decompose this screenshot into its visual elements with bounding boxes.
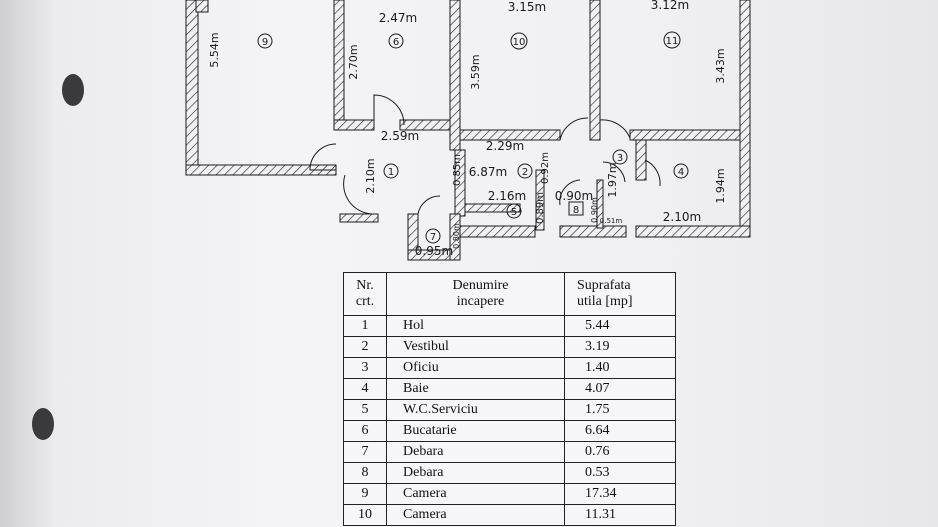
room-7-label: 7 0.95m 0.80m — [415, 223, 461, 258]
svg-text:1: 1 — [388, 167, 394, 178]
svg-text:1.97m: 1.97m — [606, 162, 619, 197]
svg-text:2.47m: 2.47m — [379, 11, 417, 25]
svg-text:5: 5 — [511, 207, 517, 218]
svg-text:6.87m: 6.87m — [469, 165, 507, 179]
svg-text:5.54m: 5.54m — [208, 32, 221, 67]
svg-text:2: 2 — [522, 167, 528, 178]
svg-text:2.70m: 2.70m — [347, 44, 360, 79]
room-10-label: 3.15m 10 3.59m — [469, 0, 546, 90]
room-8-label: 0.90m 8 0.90m 0.51m — [555, 189, 623, 225]
svg-text:7: 7 — [430, 232, 436, 243]
svg-text:0.85m: 0.85m — [452, 154, 463, 186]
svg-text:9: 9 — [262, 37, 268, 48]
room-11-label: 3.12m 11 3.43m — [651, 0, 727, 84]
svg-text:0.92m: 0.92m — [540, 152, 551, 184]
svg-text:2.16m: 2.16m — [488, 189, 526, 203]
room-6-label: 2.47m 6 2.70m — [347, 11, 417, 80]
room-2-label: 2.29m 6.87m 2 0.85m 0.92m — [452, 139, 551, 186]
svg-text:3.43m: 3.43m — [714, 48, 727, 83]
svg-text:0.51m: 0.51m — [600, 217, 623, 225]
svg-text:2.29m: 2.29m — [486, 139, 524, 153]
svg-text:11: 11 — [666, 36, 679, 47]
svg-text:0.90m: 0.90m — [590, 197, 599, 223]
room-5-label: 2.16m 5 0.89m — [488, 189, 546, 224]
svg-text:10: 10 — [513, 37, 526, 48]
room-1-label: 2.59m 1 2.10m — [364, 129, 419, 194]
header-nr: Nr.crt. — [343, 272, 387, 316]
svg-text:0.95m: 0.95m — [415, 244, 453, 258]
room-9-label: 9 5.54m — [208, 32, 273, 68]
svg-text:3.15m: 3.15m — [508, 0, 546, 14]
svg-text:3.12m: 3.12m — [651, 0, 689, 12]
room-3-label: 3 1.97m — [606, 149, 628, 198]
svg-text:3: 3 — [617, 153, 623, 164]
floor-plan: 9 5.54m 2.47m 6 2.70m 3.15m 10 3.59m 3.1… — [185, 0, 751, 261]
punch-hole — [62, 74, 84, 106]
svg-text:0.89m: 0.89m — [535, 192, 546, 224]
svg-text:2.10m: 2.10m — [364, 158, 377, 193]
room-4-label: 4 1.94m 2.10m — [663, 163, 727, 224]
room-labels: 9 5.54m 2.47m 6 2.70m 3.15m 10 3.59m 3.1… — [208, 0, 727, 258]
svg-text:6: 6 — [393, 37, 399, 48]
svg-text:8: 8 — [573, 205, 579, 216]
svg-text:1.94m: 1.94m — [714, 168, 727, 203]
svg-text:0.80m: 0.80m — [452, 223, 461, 249]
walls — [185, 0, 751, 261]
svg-text:2.10m: 2.10m — [663, 210, 701, 224]
svg-text:0.90m: 0.90m — [555, 189, 593, 203]
svg-text:2.59m: 2.59m — [381, 129, 419, 143]
svg-text:3.59m: 3.59m — [469, 54, 482, 89]
svg-text:4: 4 — [678, 167, 684, 178]
punch-hole — [32, 408, 54, 440]
door-swings — [309, 94, 661, 215]
